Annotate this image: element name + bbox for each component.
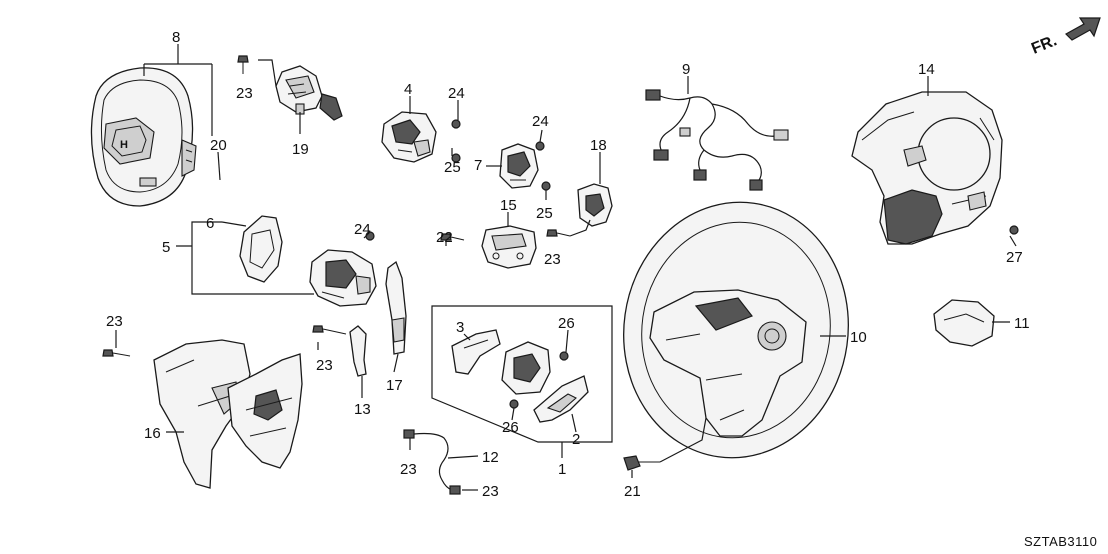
left-switch-assembly-part [275,65,343,121]
bolt-icon [623,455,660,471]
bolt-icon [312,325,347,335]
bracket-strip-part [385,260,407,355]
callout-24-c: 24 [354,221,371,238]
small-bracket-part [349,325,367,377]
callout-1: 1 [558,461,566,478]
callout-24-b: 24 [532,113,549,130]
callout-24-a: 24 [448,85,465,102]
svg-text:H: H [120,139,128,151]
paddle-switch-unit-part [501,341,551,395]
callout-8: 8 [172,29,180,46]
callout-17: 17 [386,377,403,394]
callout-labels: 8 20 23 19 4 24 25 24 7 25 9 18 14 27 6 … [106,29,1030,500]
callout-21: 21 [624,483,641,500]
bolt-icon [102,349,131,357]
callout-23-c: 23 [106,313,123,330]
callout-14: 14 [918,61,935,78]
callout-11: 11 [1014,315,1030,332]
bolt-icon [546,229,571,237]
callout-13: 13 [354,401,371,418]
callout-23-b: 23 [544,251,561,268]
callout-2: 2 [572,431,580,448]
leader-lines [115,44,1017,491]
front-direction-arrow-icon [1065,17,1101,41]
wire-harness-part [645,89,789,191]
steering-rear-cover-part [851,91,1003,245]
bolt-icon [237,55,249,74]
callout-22: 22 [436,229,453,246]
small-switch-part [499,143,539,189]
screw-icon [535,141,551,191]
callout-23-f: 23 [482,483,499,500]
callout-3: 3 [456,319,464,336]
callout-23-e: 23 [400,461,417,478]
steering-wheel-part [623,201,849,459]
small-cover-part [933,299,995,347]
callout-26-b: 26 [502,419,519,436]
bolt-icon [440,233,465,241]
paddle-shift-assembly-box [431,305,613,443]
badge-cover-part [239,215,283,283]
lower-garnish-part [153,339,303,489]
callout-12: 12 [482,449,499,466]
airbag-module-part: H [90,67,197,207]
diagram-code: SZTAB3110 [1024,534,1097,549]
front-indicator-label: FR. [1029,32,1059,57]
callout-7: 7 [474,157,482,174]
callout-23-a: 23 [236,85,253,102]
paddle-switch-part [577,183,613,227]
callout-4: 4 [404,81,412,98]
screw-icon [451,119,461,163]
callout-25-a: 25 [444,159,461,176]
center-bracket-part [481,225,537,269]
callout-15: 15 [500,197,517,214]
paddle-lever-left-part [451,329,501,375]
callout-6: 6 [206,215,214,232]
callout-18: 18 [590,137,607,154]
callout-19: 19 [292,141,309,158]
callout-23-d: 23 [316,357,333,374]
switch-panel-part [309,249,377,307]
callout-20: 20 [210,137,227,154]
callout-5: 5 [162,239,170,256]
ground-wire-part [403,429,461,495]
paddle-lever-right-part [533,375,589,423]
screw-icon [1009,225,1019,235]
callout-9: 9 [682,61,690,78]
callout-10: 10 [850,329,867,346]
callout-16: 16 [144,425,161,442]
callout-26-a: 26 [558,315,575,332]
right-switch-part [381,111,437,163]
callout-25-b: 25 [536,205,553,222]
callout-27: 27 [1006,249,1023,266]
